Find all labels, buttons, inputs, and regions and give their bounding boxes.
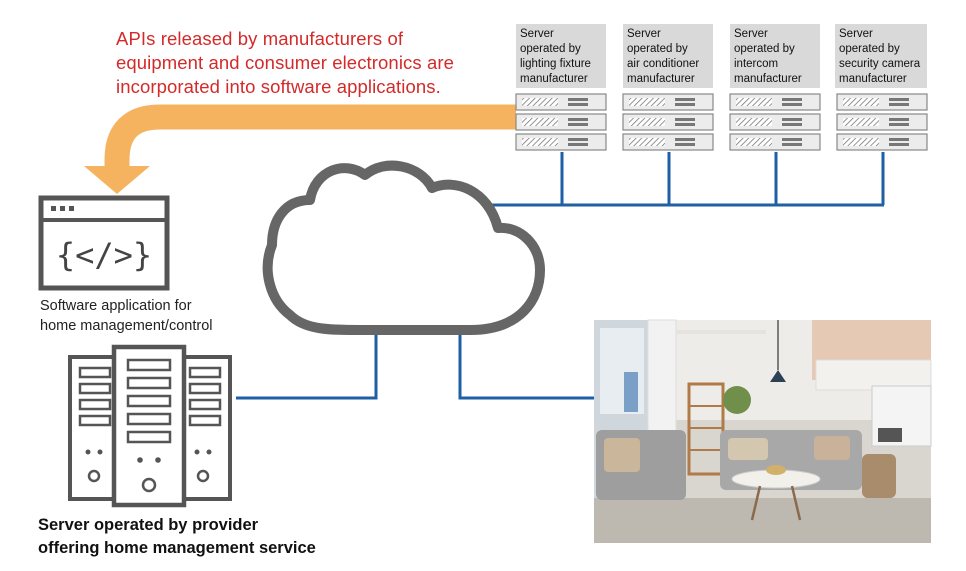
software-app-label-line: Software application for	[40, 298, 192, 314]
rack-server-1-icon	[515, 93, 607, 151]
api-flow-arrow	[84, 104, 516, 194]
server-label-intercom: Server operated by intercom manufacturer	[730, 24, 820, 88]
cloud-icon	[262, 160, 545, 335]
software-app-label: Software application for home management…	[40, 296, 213, 336]
server-label-lighting: Server operated by lighting fixture manu…	[516, 24, 606, 88]
server-label-line: operated by	[734, 43, 795, 55]
living-room-photo	[594, 319, 932, 543]
server-label-security-camera: Server operated by security camera manuf…	[835, 24, 927, 88]
server-label-line: operated by	[520, 43, 581, 55]
server-label-line: operated by	[627, 43, 688, 55]
server-label-line: security camera	[839, 58, 921, 70]
api-note-line: equipment and consumer electronics are	[116, 52, 455, 73]
server-label-line: operated by	[839, 43, 900, 55]
server-label-line: manufacturer	[839, 73, 907, 85]
server-label-line: manufacturer	[734, 73, 802, 85]
server-label-line: Server	[627, 28, 661, 40]
rack-server-4-icon	[836, 93, 928, 151]
provider-server-icon	[68, 344, 232, 508]
api-note-line: APIs released by manufacturers of	[116, 28, 404, 49]
provider-label-line: Server operated by provider	[38, 516, 259, 534]
provider-server-label: Server operated by provider offering hom…	[38, 514, 316, 560]
api-note: APIs released by manufacturers of equipm…	[116, 27, 516, 99]
server-label-line: manufacturer	[520, 73, 588, 85]
provider-label-line: offering home management service	[38, 539, 316, 557]
software-app-label-line: home management/control	[40, 318, 213, 334]
server-label-air-conditioner: Server operated by air conditioner manuf…	[623, 24, 713, 88]
server-label-line: Server	[734, 28, 768, 40]
server-label-line: manufacturer	[627, 73, 695, 85]
network-links	[236, 152, 885, 400]
api-note-line: incorporated into software applications.	[116, 76, 441, 97]
server-label-line: intercom	[734, 58, 779, 70]
software-app-icon: {</>}	[38, 195, 170, 291]
server-label-line: lighting fixture	[520, 58, 591, 70]
server-label-line: Server	[839, 28, 873, 40]
rack-server-3-icon	[729, 93, 821, 151]
server-label-line: Server	[520, 28, 554, 40]
code-symbol: {</>}	[56, 236, 152, 274]
rack-server-2-icon	[622, 93, 714, 151]
server-label-line: air conditioner	[627, 58, 700, 70]
